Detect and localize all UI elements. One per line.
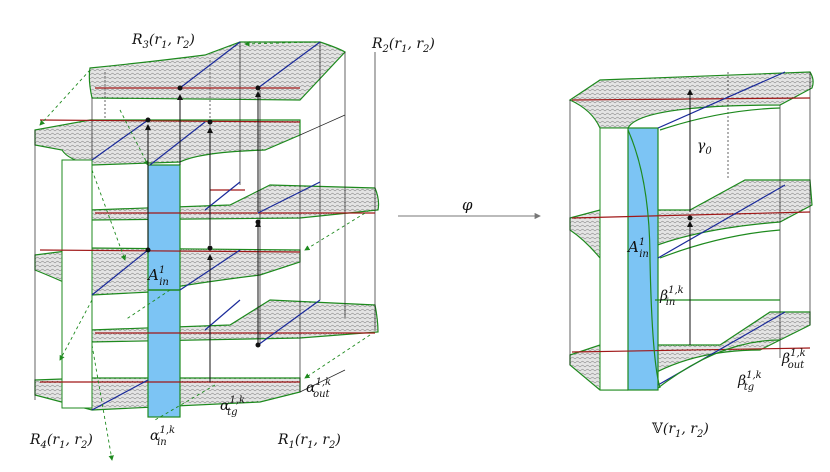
- labels: R3(r1, r2) R2(r1, r2) R4(r1, r2) R1(r1, …: [29, 32, 806, 451]
- left-white-slab: [61, 159, 93, 409]
- right-white-slab: [599, 127, 629, 391]
- label-R1: R1(r1, r2): [277, 432, 341, 451]
- left-black-arrows: [145, 85, 261, 382]
- left-green-dashed-arrows: [39, 41, 371, 461]
- phi-map-arrow: φ: [398, 196, 541, 220]
- label-R4: R4(r1, r2): [29, 432, 93, 451]
- label-R2: R2(r1, r2): [371, 36, 435, 55]
- left-cyan-slab: [147, 164, 181, 418]
- phi-label: φ: [462, 196, 473, 214]
- right-red-lines: [571, 97, 811, 353]
- right-cyan-slab: [627, 127, 659, 391]
- label-gamma0: γ0: [697, 138, 712, 157]
- left-block-diagram: [34, 41, 380, 461]
- right-green-curves: [627, 107, 781, 389]
- left-blue-lines: [91, 41, 321, 411]
- left-red-lines: [39, 87, 375, 383]
- right-block-diagram: [568, 71, 814, 391]
- label-V: 𝕍(r1, r2): [651, 421, 709, 440]
- label-R3: R3(r1, r2): [131, 32, 195, 51]
- right-black-arrows: [687, 89, 693, 345]
